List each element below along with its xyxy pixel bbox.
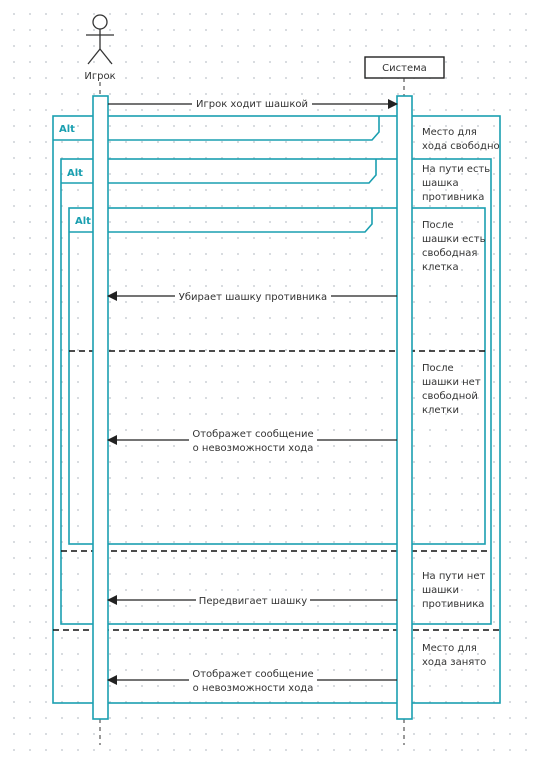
guard-enemy-on-path-line3: противника — [422, 192, 484, 203]
guard-after-none-line4: клетки — [422, 405, 459, 416]
guard-after-none-line2: шашки нет — [422, 377, 481, 388]
guard-after-free-line4: клетка — [422, 262, 459, 273]
guard-after-none-line1: После — [422, 363, 454, 374]
message-no-move-2-line1: Отображет сообщение — [192, 669, 313, 680]
actor-figure-icon — [86, 14, 114, 65]
guard-enemy-on-path: На пути есть шашка противника — [422, 164, 490, 203]
message-no-move-2-line2: о невозможности хода — [193, 683, 314, 694]
alt-frame-middle-label: Alt — [67, 168, 83, 179]
guard-cell-free-line2: хода свободно — [422, 141, 500, 152]
guard-after-free-line2: шашки есть — [422, 234, 486, 245]
system-activation-bar — [396, 95, 413, 720]
alt-frame-inner-tab — [69, 208, 373, 233]
message-player-moves: Игрок ходит шашкой — [196, 99, 308, 110]
guard-after-free-line3: свободная — [422, 248, 477, 259]
guard-after-none-line3: свободной — [422, 391, 478, 402]
alt-frame-inner-label: Alt — [75, 216, 91, 227]
guard-enemy-on-path-line2: шашка — [422, 178, 459, 189]
guard-after-free-line1: После — [422, 220, 454, 231]
message-no-move-1-line1: Отображет сообщение — [192, 429, 313, 440]
guard-after-free: После шашки есть свободная клетка — [422, 220, 486, 273]
guard-after-none: После шашки нет свободной клетки — [422, 363, 481, 416]
system-label: Система — [382, 63, 427, 74]
guard-no-enemy-line1: На пути нет — [422, 571, 485, 582]
guard-cell-taken-line1: Место для — [422, 643, 477, 654]
message-no-move-1-line2: о невозможности хода — [193, 443, 314, 454]
guard-enemy-on-path-line1: На пути есть — [422, 164, 490, 175]
guard-no-enemy-line2: шашки — [422, 585, 459, 596]
alt-frame-outer-tab — [53, 116, 380, 141]
alt-frame-outer-label: Alt — [59, 124, 75, 135]
message-moves-checker: Передвигает шашку — [199, 596, 307, 607]
guard-cell-taken: Место для хода занято — [422, 643, 486, 668]
guard-cell-free: Место для хода свободно — [422, 127, 500, 152]
alt-frame-middle-tab — [61, 159, 377, 184]
actor-activation-bar — [92, 95, 109, 720]
guard-cell-free-line1: Место для — [422, 127, 477, 138]
guard-cell-taken-line2: хода занято — [422, 657, 486, 668]
message-label-bg — [189, 426, 317, 455]
message-removes-checker: Убирает шашку противника — [179, 292, 327, 303]
message-label-bg — [196, 592, 310, 607]
alt-frame-middle[interactable] — [60, 158, 492, 625]
alt-frame-outer[interactable] — [52, 115, 501, 704]
message-label-bg — [192, 96, 312, 111]
guard-no-enemy: На пути нет шашки противника — [422, 571, 485, 610]
message-label-bg — [189, 666, 317, 695]
guard-no-enemy-line3: противника — [422, 599, 484, 610]
message-label-bg — [175, 288, 331, 303]
actor-label: Игрок — [84, 71, 115, 82]
alt-frame-inner[interactable] — [68, 207, 486, 545]
